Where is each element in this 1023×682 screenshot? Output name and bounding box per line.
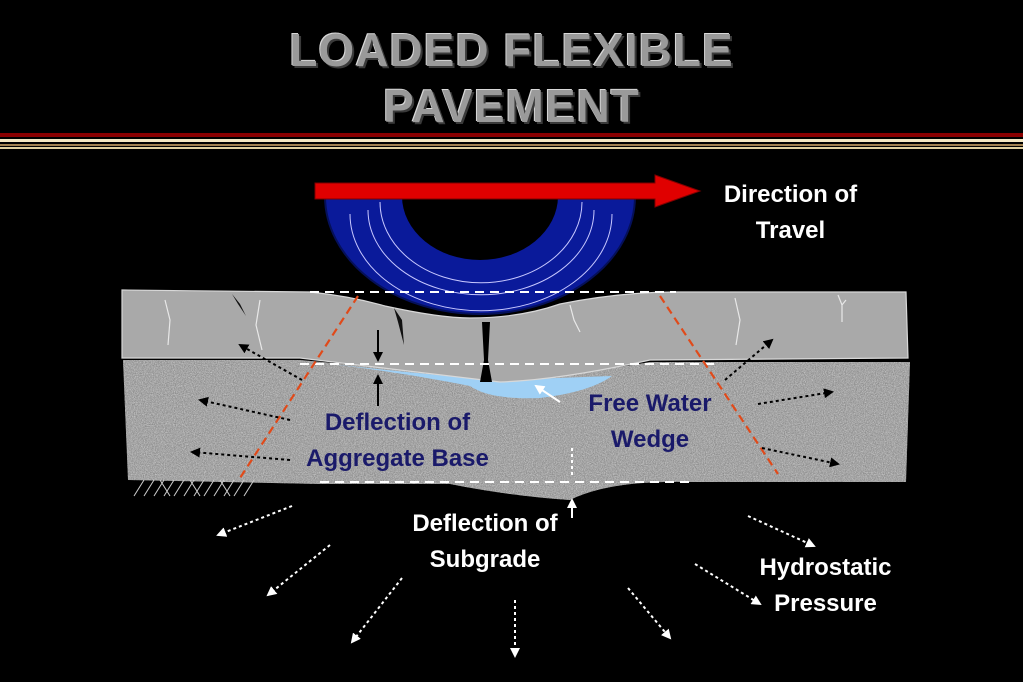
asphalt-surface-layer	[121, 289, 909, 383]
label-line: Direction of	[723, 181, 858, 208]
subgrade-hatch	[133, 479, 255, 497]
label-line: Subgrade	[429, 546, 541, 573]
hydrostatic-pressure-arrows	[216, 505, 816, 658]
deflection-subgrade-label: Deflection of Subgrade	[380, 506, 590, 578]
label-line: Pressure	[774, 590, 877, 617]
aggregate-base-layer	[123, 360, 910, 500]
title-divider	[0, 139, 1023, 142]
label-line: Wedge	[610, 426, 690, 453]
label-line: Travel	[755, 217, 826, 244]
reference-dashed-lines	[300, 291, 720, 483]
title-divider	[0, 144, 1023, 146]
base-pressure-arrows	[190, 338, 840, 468]
deflection-aggregate-base-label: Deflection of Aggregate Base	[270, 405, 525, 477]
label-line: Deflection of	[324, 409, 471, 436]
title-divider	[0, 133, 1023, 137]
label-line: Hydrostatic	[759, 554, 892, 581]
title-line-2: PAVEMENT	[383, 80, 640, 132]
direction-of-travel-arrow	[314, 174, 702, 208]
slide-title: LOADED FLEXIBLE PAVEMENT	[0, 22, 1023, 134]
tire	[323, 195, 637, 315]
load-spread-lines	[239, 295, 779, 479]
label-line: Free Water	[588, 390, 712, 417]
title-divider	[0, 147, 1023, 149]
hydrostatic-pressure-label: Hydrostatic Pressure	[728, 550, 923, 622]
free-water-wedge-label: Free Water Wedge	[560, 386, 740, 458]
title-line-1: LOADED FLEXIBLE	[289, 24, 734, 76]
label-line: Deflection of	[412, 510, 558, 537]
label-line: Aggregate Base	[306, 445, 489, 472]
deflection-indicator-arrows	[373, 330, 577, 518]
direction-of-travel-label: Direction of Travel	[698, 177, 883, 249]
